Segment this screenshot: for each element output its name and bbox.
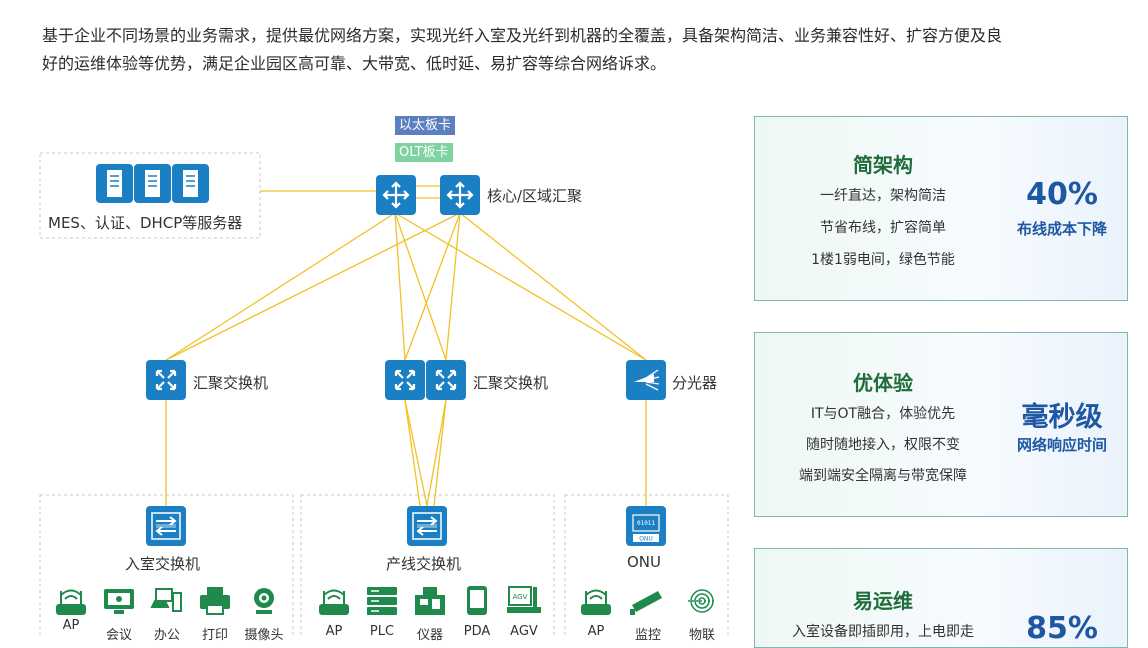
device-label: 打印: [201, 628, 228, 643]
wifi-ap-icon: [56, 589, 86, 615]
surveillance-camera-icon: [630, 591, 662, 615]
onu-label: ONU: [627, 553, 662, 571]
servers-label: MES、认证、DHCP等服务器: [48, 214, 243, 232]
card-line: 节省布线，扩容简单: [820, 220, 946, 236]
benefit-card-architecture: 简架构 一纤直达，架构简洁 节省布线，扩容简单 1楼1弱电间，绿色节能 40% …: [754, 116, 1128, 301]
onu-icon: 01011 ONU: [626, 506, 666, 546]
card-line: 1楼1弱电间，绿色节能: [811, 252, 955, 268]
office-pc-icon: [150, 588, 182, 612]
intro-text: 基于企业不同场景的业务需求，提供最优网络方案，实现光纤入室及光纤到机器的全覆盖，…: [42, 22, 1132, 78]
production-access-group-box: [300, 494, 555, 636]
device-label: 办公: [153, 628, 180, 643]
onu-bits-text: 01011: [637, 520, 655, 527]
server-icon: [96, 164, 133, 203]
benefit-card-operations: 易运维 入室设备即插即用，上电即走 85%: [754, 548, 1128, 648]
link-lines: [165, 185, 647, 507]
device-label: 监控: [634, 628, 661, 643]
device-label: 仪器: [416, 628, 443, 643]
core-router-icon: [376, 175, 416, 215]
printer-icon: [200, 587, 230, 615]
wifi-ap-icon: [581, 589, 611, 615]
meeting-screen-icon: [104, 589, 134, 614]
ethernet-card-tag: 以太板卡: [395, 116, 456, 135]
instrument-icon: [415, 587, 445, 615]
device-label: PDA: [463, 624, 491, 639]
office-access-switch-icon: [146, 506, 186, 546]
server-icon: [172, 164, 209, 203]
card-line: 随时随地接入，权限不变: [806, 437, 960, 453]
agv-badge-text: AGV: [513, 593, 528, 601]
splitter-label: 分光器: [672, 374, 718, 392]
wifi-ap-icon: [319, 589, 349, 615]
card-metric: 40%: [1026, 177, 1098, 212]
onu-chip-text: ONU: [639, 536, 653, 543]
core-label: 核心/区域汇聚: [487, 187, 583, 205]
server-icons: [96, 164, 209, 203]
plc-icon: [367, 587, 397, 615]
aggregation-switch-label-mid: 汇聚交换机: [473, 374, 549, 392]
office-access-switch-label: 入室交换机: [125, 555, 201, 573]
card-line: 端到端安全隔离与带宽保障: [799, 468, 967, 484]
card-metric-caption: 布线成本下降: [1016, 220, 1107, 238]
device-label: 会议: [105, 628, 132, 643]
server-group-box: [39, 152, 261, 239]
aggregation-switch-icon: [426, 360, 466, 400]
production-access-switch-icon: [407, 506, 447, 546]
card-line: 一纤直达，架构简洁: [820, 188, 946, 204]
intro-line-1: 基于企业不同场景的业务需求，提供最优网络方案，实现光纤入室及光纤到机器的全覆盖，…: [42, 26, 1003, 45]
iot-fingerprint-icon: [688, 589, 716, 613]
card-line: 入室设备即插即用，上电即走: [792, 624, 974, 640]
card-line: IT与OT融合，体验优先: [810, 406, 956, 422]
agv-icon: AGV: [507, 586, 541, 613]
splitter-icon: [626, 360, 666, 400]
card-title: 优体验: [853, 371, 913, 395]
device-label: AGV: [510, 624, 538, 639]
device-label: AP: [62, 618, 80, 633]
device-label: AP: [587, 624, 605, 639]
device-label: 摄像头: [244, 628, 284, 643]
aggregation-switch-icon: [385, 360, 425, 400]
device-label: AP: [325, 624, 343, 639]
card-metric-caption: 网络响应时间: [1016, 436, 1107, 454]
camera-icon: [254, 588, 274, 614]
card-title: 简架构: [853, 153, 913, 177]
device-label: 物联: [688, 628, 715, 643]
device-label: PLC: [369, 624, 395, 639]
benefit-card-experience: 优体验 IT与OT融合，体验优先 随时随地接入，权限不变 端到端安全隔离与带宽保…: [754, 332, 1128, 517]
card-metric: 毫秒级: [1021, 402, 1103, 433]
aggregation-switch-label-left: 汇聚交换机: [193, 374, 269, 392]
intro-line-2: 好的运维体验等优势，满足企业园区高可靠、大带宽、低时延、易扩容等综合网络诉求。: [42, 54, 667, 73]
olt-card-tag: OLT板卡: [395, 143, 453, 162]
card-title: 易运维: [853, 589, 913, 613]
core-router-icon: [440, 175, 480, 215]
server-icon: [134, 164, 171, 203]
production-access-switch-label: 产线交换机: [386, 555, 462, 573]
pda-icon: [467, 586, 487, 615]
aggregation-switch-icon: [146, 360, 186, 400]
card-metric: 85%: [1026, 611, 1098, 646]
network-topology-diagram: 01011 ONU: [39, 152, 729, 636]
